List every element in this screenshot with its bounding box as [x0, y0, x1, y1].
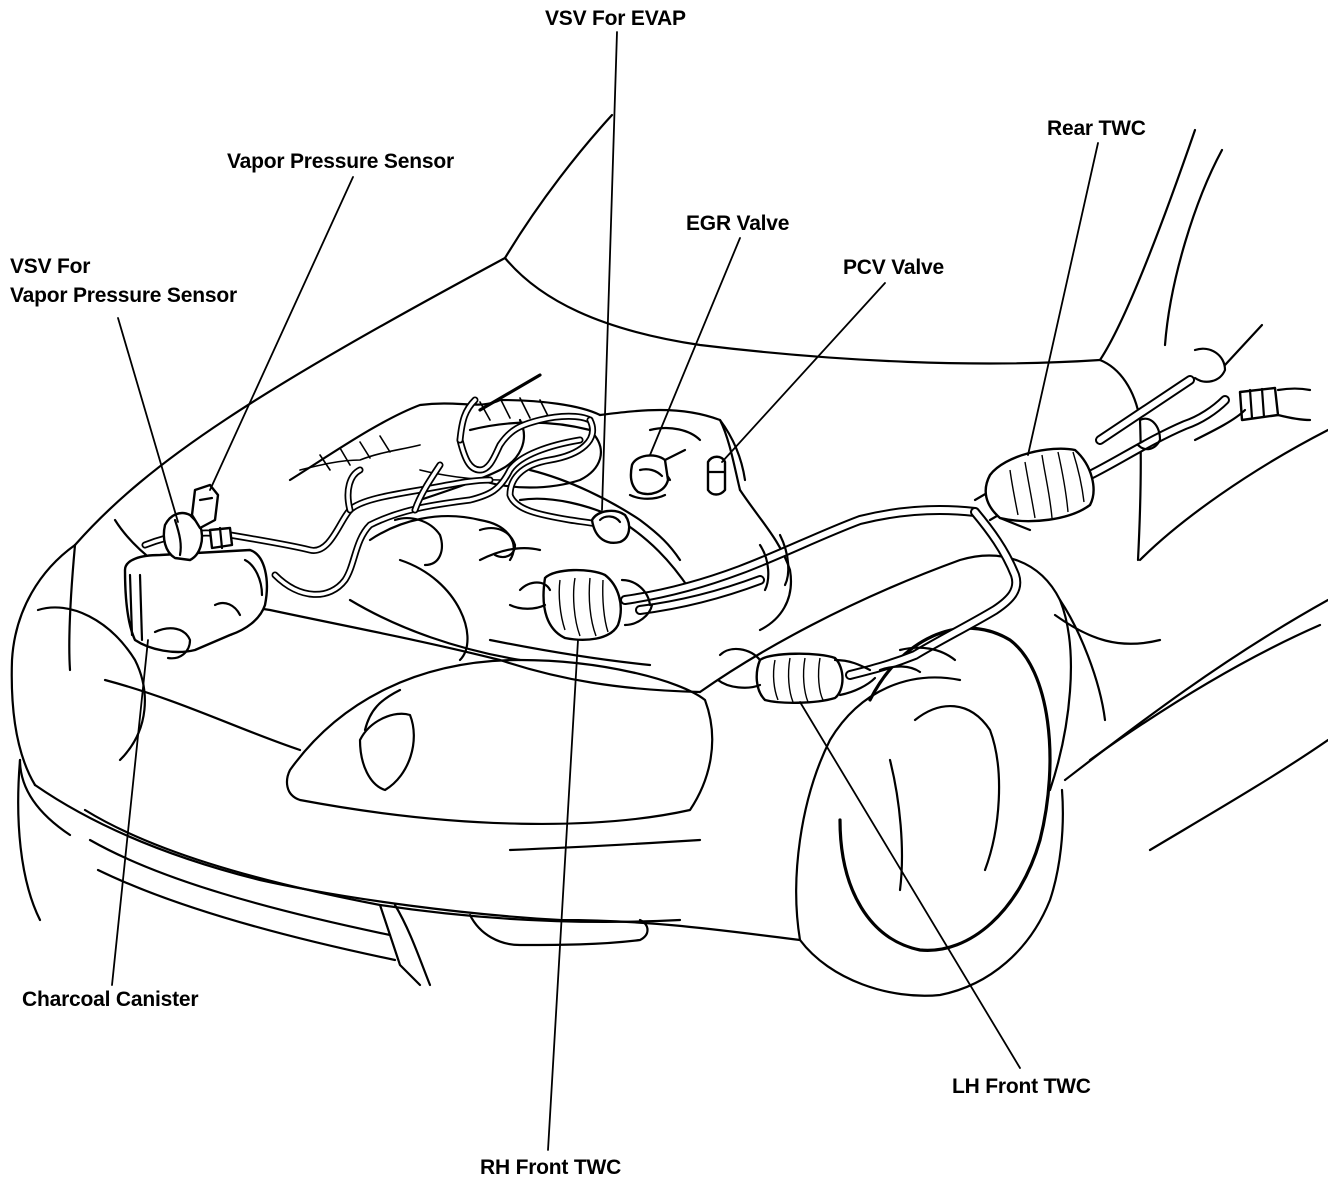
label-vsv-for-evap: VSV For EVAP: [545, 7, 686, 30]
exhaust-system: [620, 323, 1312, 680]
label-egr-valve: EGR Valve: [686, 212, 790, 235]
label-lh-front-twc: LH Front TWC: [952, 1075, 1091, 1098]
charcoal-canister: [123, 548, 269, 660]
vsv-vapor-pressure-sensor: [162, 483, 234, 562]
egr-valve-component: [628, 448, 687, 500]
label-vapor-pressure-sensor: Vapor Pressure Sensor: [227, 150, 454, 173]
label-rear-twc: Rear TWC: [1047, 117, 1146, 140]
label-charcoal-canister: Charcoal Canister: [22, 988, 199, 1011]
label-vsv-for-vps-line2: Vapor Pressure Sensor: [10, 284, 237, 307]
lh-front-twc-component: [716, 646, 957, 704]
label-rh-front-twc: RH Front TWC: [480, 1156, 622, 1179]
rh-front-twc-component: [508, 568, 654, 641]
label-pcv-valve: PCV Valve: [843, 256, 944, 279]
vsv-evap-component: [590, 509, 631, 544]
engine-block: [288, 373, 793, 667]
rear-twc-component: [984, 447, 1095, 532]
leader-lines: [111, 31, 1099, 1151]
pcv-valve-component: [706, 455, 727, 496]
label-vsv-for-vps-line1: VSV For: [10, 255, 91, 278]
